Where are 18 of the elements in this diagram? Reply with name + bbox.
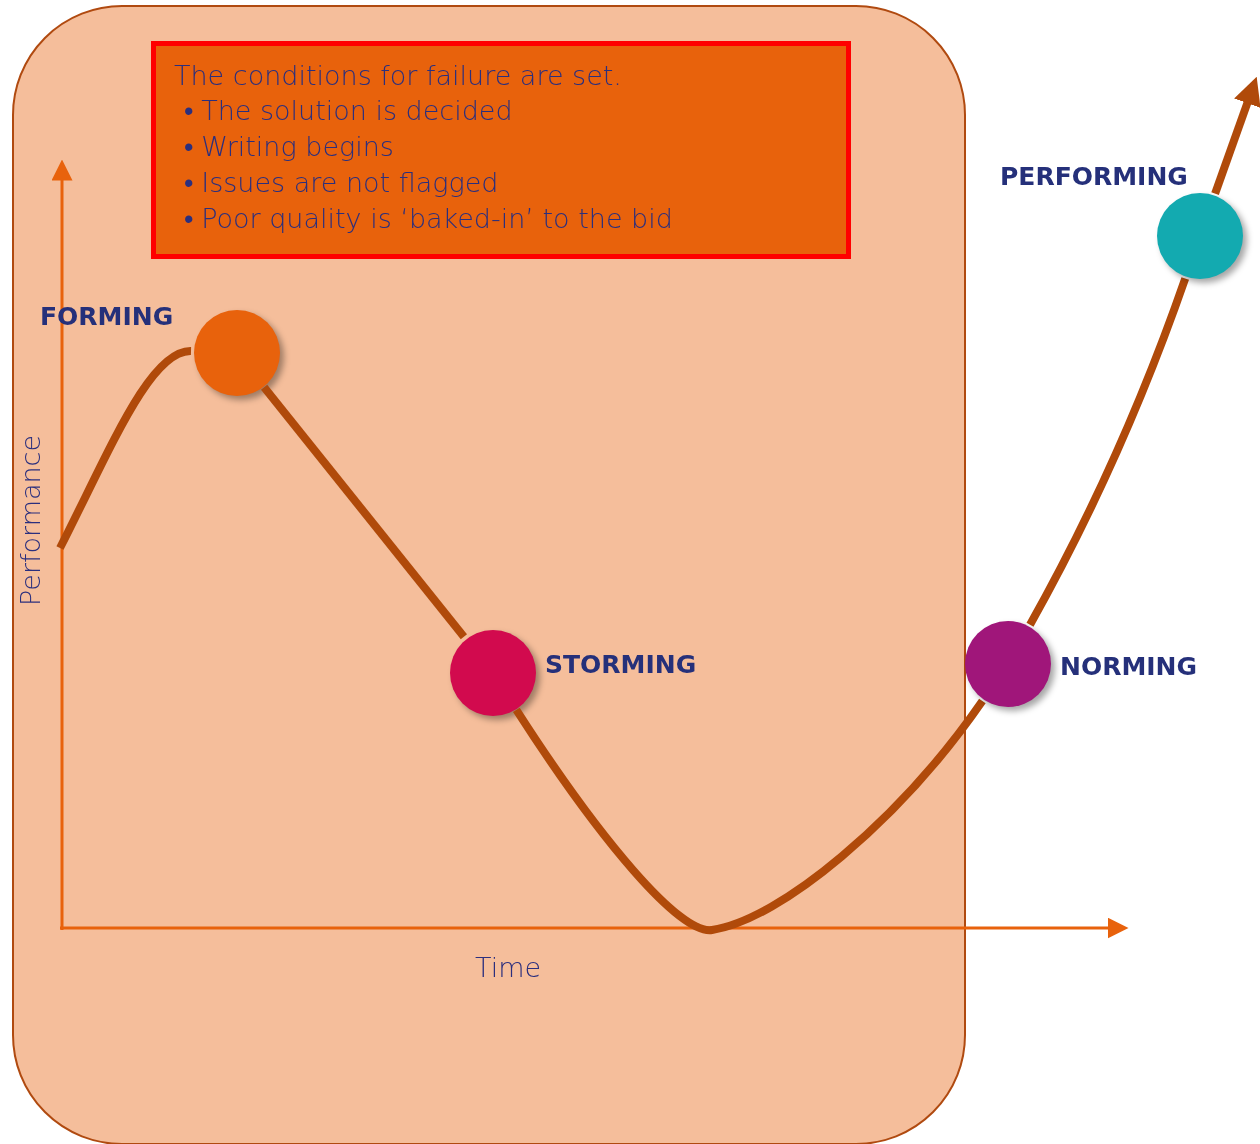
x-axis-label: Time [475, 951, 542, 983]
performance-curve [1026, 277, 1189, 627]
stage-label: PERFORMING [1000, 162, 1188, 191]
performance-curve [1211, 76, 1260, 195]
y-axis-label: Performance [14, 434, 46, 606]
bullet-point: • Issues are not flagged [184, 167, 500, 199]
note-box [151, 41, 851, 259]
performance-curve [513, 698, 986, 934]
bullet-point: • Writing begins [184, 131, 395, 163]
stage-circle [450, 630, 536, 716]
stage-label: NORMING [1060, 652, 1198, 681]
bullet-point: • The solution is decided [184, 95, 514, 127]
bullet-point: • Poor quality is ‘baked-in’ to the bid [184, 203, 674, 235]
phase-panel [12, 5, 966, 1144]
performance-curve [261, 384, 467, 640]
stage-circle [965, 621, 1051, 707]
stage-label: STORMING [545, 650, 697, 679]
note-heading: The conditions for failure are set. [174, 60, 623, 91]
